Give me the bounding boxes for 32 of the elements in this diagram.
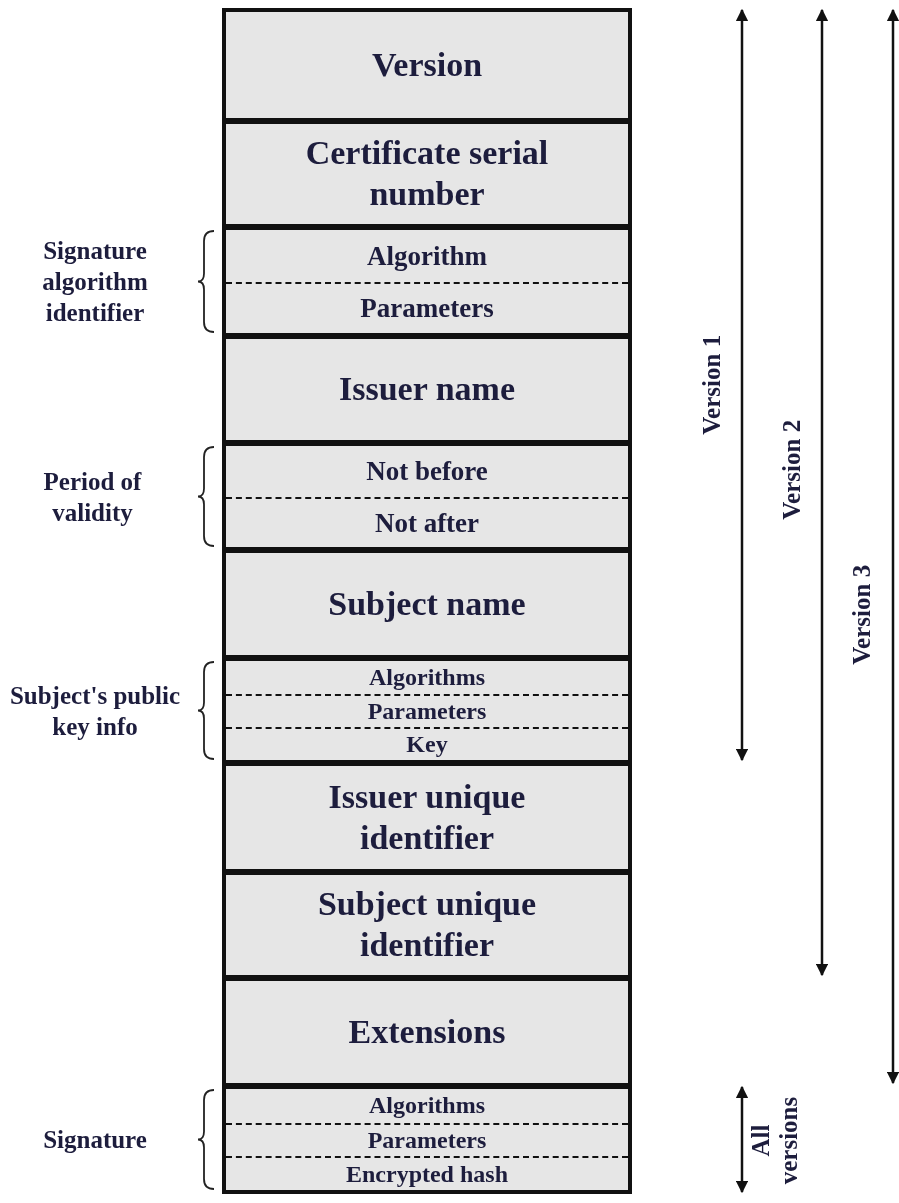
field-label: Parameters xyxy=(360,292,494,325)
version-label: Version 2 xyxy=(778,419,806,520)
group-label: Subject's public key info xyxy=(8,680,182,742)
field-label: Algorithm xyxy=(367,239,487,272)
field-label: Subject name xyxy=(327,583,527,624)
field-label: Extensions xyxy=(347,1011,507,1052)
group-label: Signature xyxy=(42,1124,148,1155)
field-label: Not before xyxy=(366,455,488,488)
field-box xyxy=(222,120,632,228)
field-label: Certificate serial number xyxy=(304,133,550,214)
group-label: Period of validity xyxy=(42,466,143,528)
field-label: Algorithms xyxy=(369,1091,485,1121)
field-box xyxy=(222,549,632,659)
field-label: Issuer name xyxy=(338,369,516,410)
field-label: Parameters xyxy=(367,1126,487,1155)
field-label: Version xyxy=(370,44,484,85)
field-box xyxy=(222,335,632,444)
field-box xyxy=(222,871,632,979)
field-box xyxy=(222,977,632,1087)
field-box xyxy=(222,762,632,873)
field-label: Algorithms xyxy=(369,663,485,692)
field-label: Issuer unique identifier xyxy=(327,776,527,858)
field-label: Parameters xyxy=(367,697,487,726)
version-label: Version 1 xyxy=(698,334,726,435)
field-box xyxy=(222,8,632,122)
field-label: Subject unique identifier xyxy=(316,884,538,965)
version-label: All versions xyxy=(746,1095,802,1187)
version-label: Version 3 xyxy=(848,564,876,665)
field-label: Not after xyxy=(374,506,480,539)
group-label: Signature algorithm identifier xyxy=(41,235,149,329)
field-label: Key xyxy=(406,730,448,759)
field-label: Encrypted hash xyxy=(345,1159,508,1189)
